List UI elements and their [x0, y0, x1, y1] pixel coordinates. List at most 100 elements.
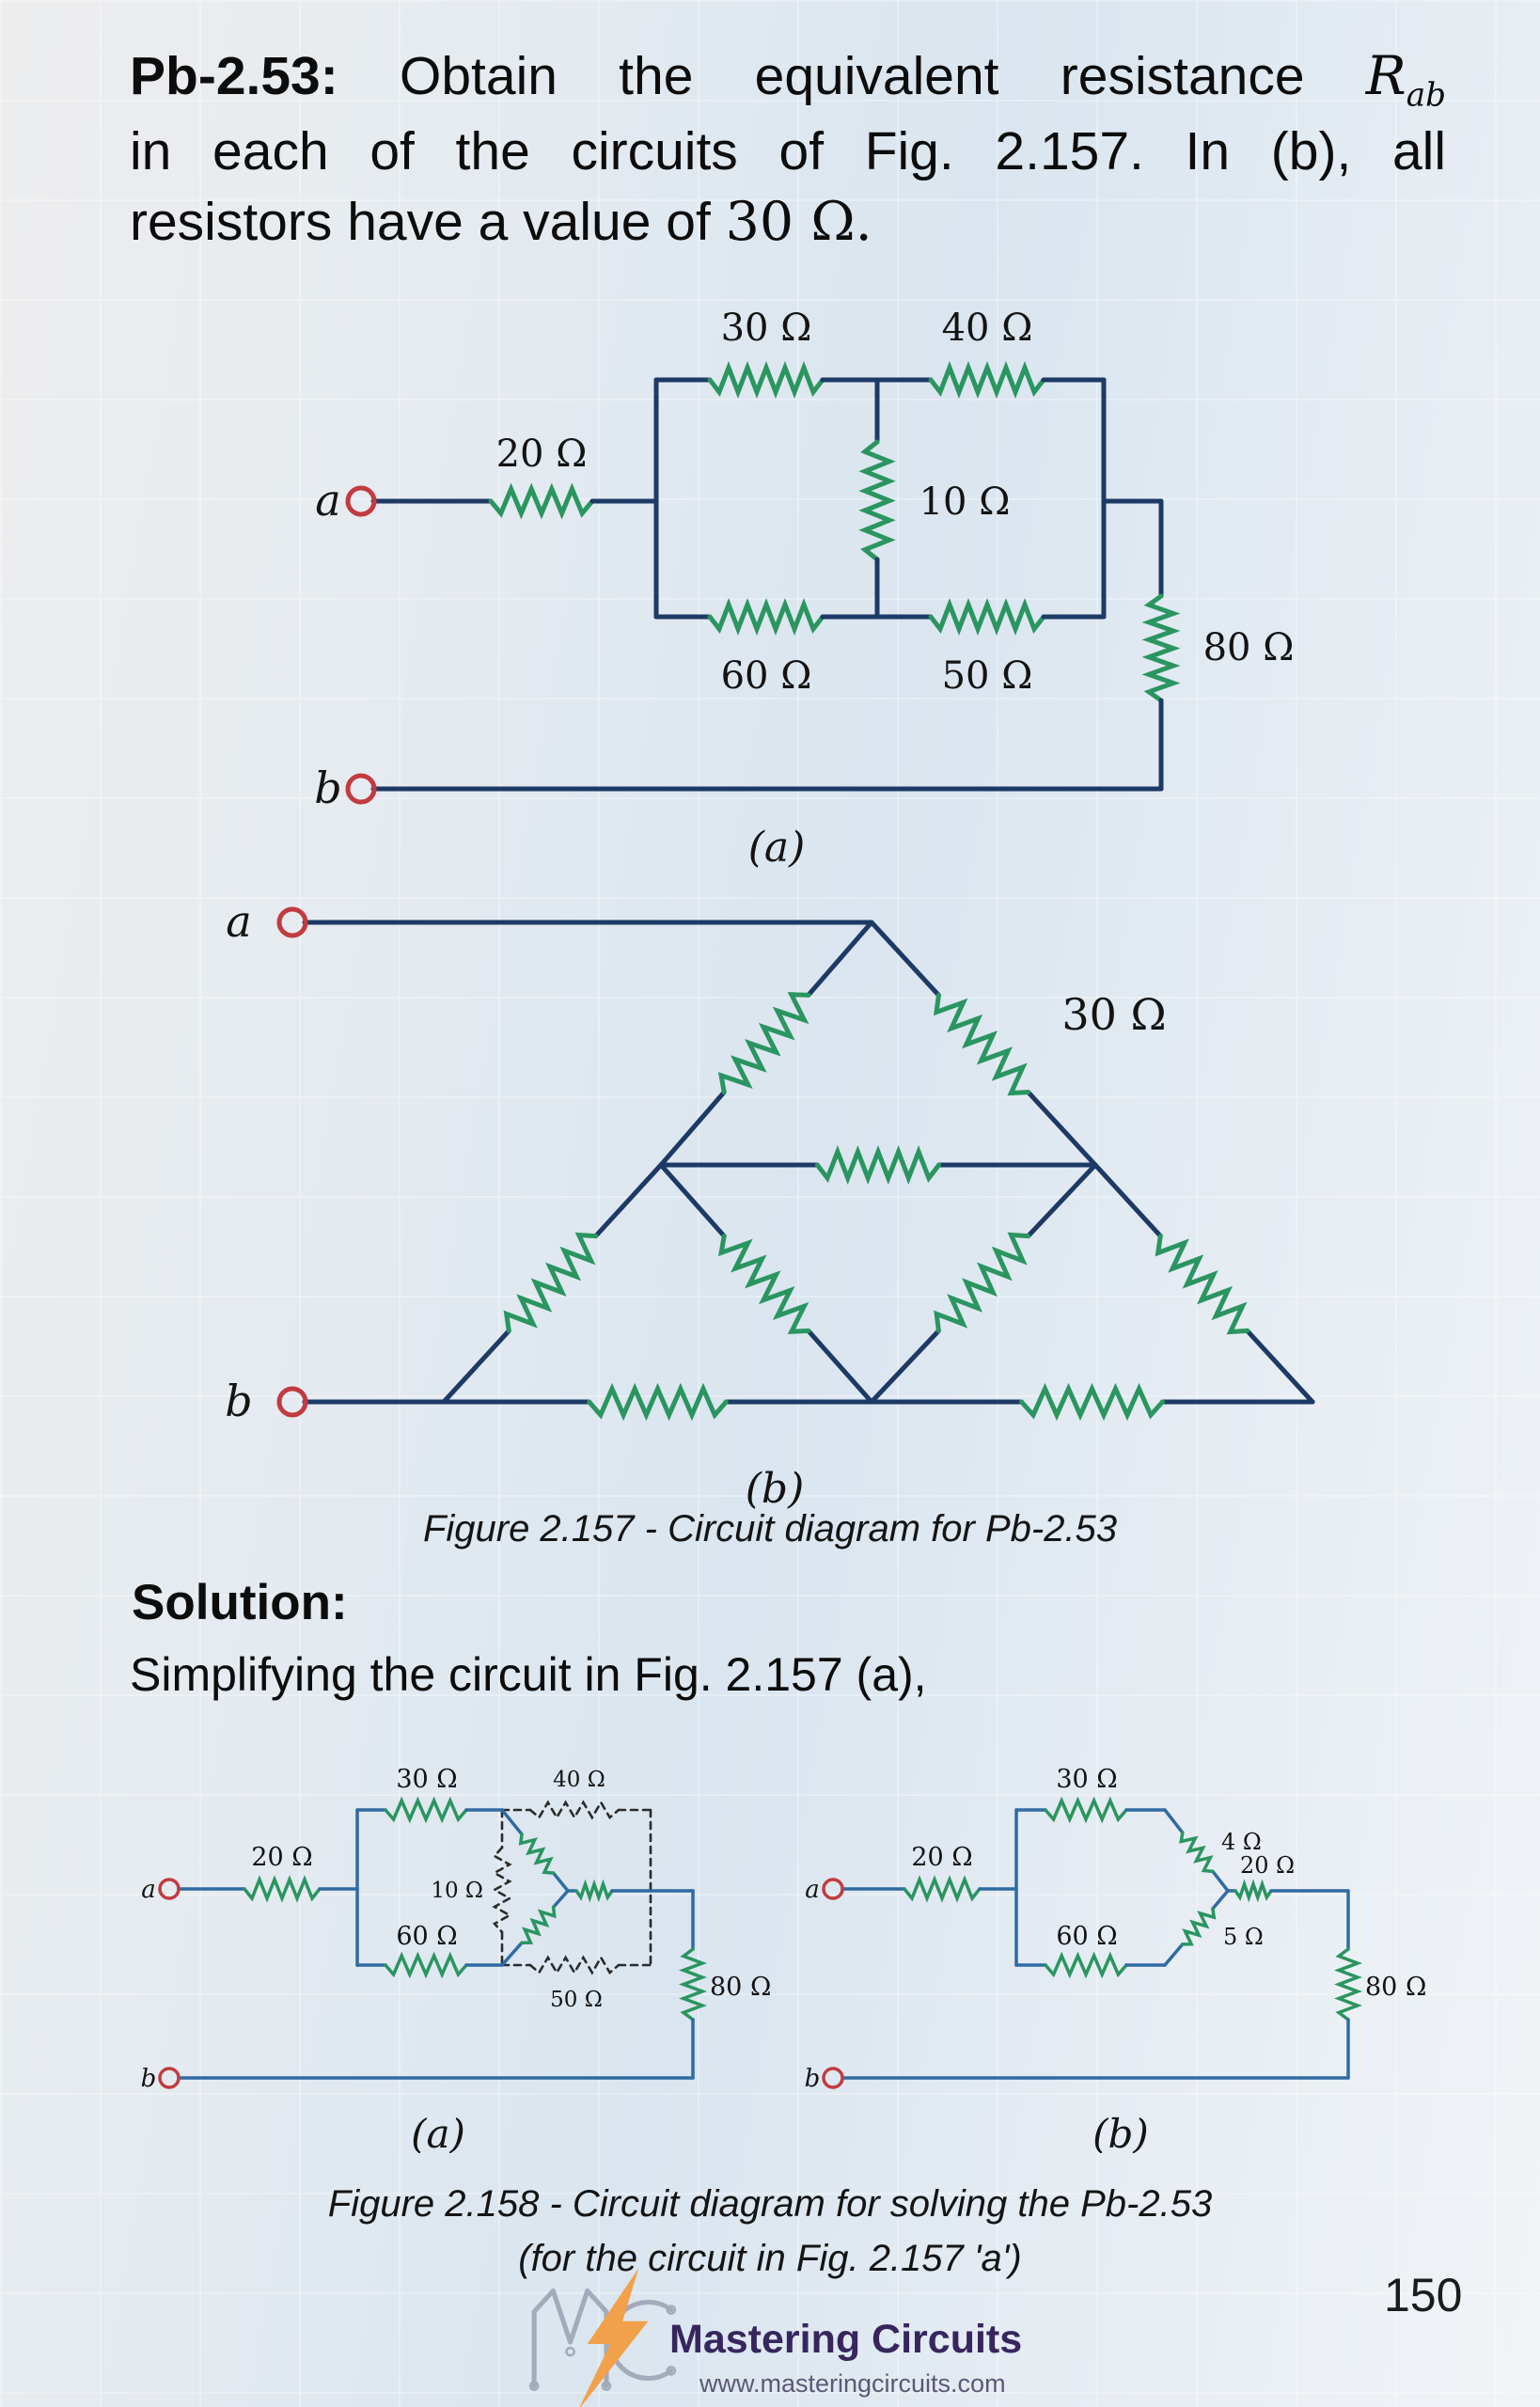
resistor-label-30: 30 Ω [1056, 1765, 1117, 1794]
problem-line-3: resistors have a value of 30 Ω. [130, 187, 1446, 258]
wire [1163, 1943, 1185, 1967]
figure-2158b-circuit: 20 Ω30 Ω60 Ω4 Ω5 Ω20 Ω80 Ωab(b) [805, 1765, 1427, 2153]
wire [806, 1328, 874, 1405]
resistor-30ohm [934, 1232, 1031, 1333]
resistor-30ohm [503, 1232, 599, 1333]
logo-trace-dot [565, 2346, 575, 2357]
figure-2157-caption: Figure 2.157 - Circuit diagram for Pb-2.… [422, 1508, 1118, 1550]
resistor-20ohm-series [1234, 1879, 1273, 1903]
resistor-label-50: 50 Ω [942, 654, 1033, 698]
wire [551, 1871, 570, 1893]
resistor-label-10: 10 Ω [431, 1879, 483, 1903]
resistor-30ohm [587, 1382, 729, 1422]
wye-resistor-right [574, 1879, 614, 1903]
wire [441, 1328, 511, 1405]
wye-resistor-bottom [520, 1905, 557, 1945]
problem-line-2: in each of the circuits of Fig. 2.157. I… [130, 121, 1446, 182]
terminal [345, 773, 377, 805]
resistor-label-30: 30 Ω [1061, 989, 1166, 1040]
figure-2158-caption-line1: Figure 2.158 - Circuit diagram for solvi… [327, 2183, 1213, 2225]
wire [593, 1162, 664, 1239]
resistor-label-60: 60 Ω [396, 1922, 457, 1951]
resistor-20ohm [488, 482, 595, 520]
resistor-30ohm [1044, 1796, 1128, 1824]
terminal-a-label: a [315, 475, 340, 526]
wire [1026, 1162, 1098, 1239]
resistor-80ohm [1334, 1947, 1362, 2022]
rab-base: R [1365, 45, 1406, 107]
logo-trace-dot [528, 2381, 540, 2391]
resistor-5ohm [1181, 1907, 1217, 1946]
resistor-80ohm [679, 1947, 707, 2022]
terminal-b-label: b [225, 1376, 252, 1426]
terminal [158, 2067, 181, 2089]
logo-letter-m [531, 2288, 609, 2389]
resistor-30ohm [707, 361, 825, 399]
problem-line-1: Pb-2.53: Obtain the equivalent resistanc… [130, 41, 1446, 117]
resistor-label-20-input: 20 Ω [911, 1843, 972, 1872]
wire [551, 1889, 570, 1910]
resistor-label-60: 60 Ω [1056, 1922, 1117, 1951]
resistor-label-10: 10 Ω [919, 480, 1011, 524]
resistor-label-30: 30 Ω [721, 307, 812, 350]
brand-name: Mastering Circuits [669, 2317, 1023, 2362]
dashed-resistor-10ohm [492, 1846, 512, 1934]
resistor-60ohm [707, 598, 825, 636]
wire [500, 1941, 524, 1967]
resistor-label-20: 20 Ω [251, 1843, 312, 1872]
wye-resistor-top [518, 1833, 556, 1875]
resistor-10ohm [858, 439, 896, 562]
dashed-resistor-40ohm [528, 1800, 621, 1820]
wire [1211, 1889, 1230, 1911]
logo-trace-dot [666, 2305, 677, 2315]
wire [658, 1162, 727, 1239]
resistor-30ohm [933, 992, 1031, 1096]
resistor-label-40: 40 Ω [942, 307, 1033, 350]
wire [1026, 1090, 1098, 1168]
wire [1092, 1162, 1163, 1239]
resistor-label-20: 20 Ω [496, 433, 588, 476]
subfigure-b-label: (b) [1092, 2111, 1149, 2153]
resistor-20ohm [243, 1875, 322, 1903]
wire [1211, 1869, 1230, 1893]
resistor-30ohm [718, 1234, 811, 1335]
resistor-40ohm [928, 361, 1046, 399]
resistor-label-30: 30 Ω [396, 1765, 457, 1794]
terminal [276, 1386, 308, 1418]
terminal-b-label: b [314, 763, 341, 813]
wire [869, 1328, 941, 1405]
brand-website: www.masteringcircuits.com [699, 2369, 1006, 2398]
resistor-30ohm [1019, 1382, 1165, 1422]
rab-symbol: Rab [1365, 45, 1446, 114]
figure-2158-caption-line2: (for the circuit in Fig. 2.157 'a') [518, 2238, 1022, 2279]
page-number: 150 [1384, 2269, 1463, 2321]
resistor-label-4: 4 Ω [1221, 1829, 1262, 1855]
mastering-circuits-logo-icon [528, 2268, 677, 2407]
resistor-60ohm [1044, 1951, 1128, 1979]
resistor-label-80: 80 Ω [1365, 1973, 1426, 2002]
resistor-60ohm [384, 1951, 468, 1979]
subfigure-b-label: (b) [746, 1465, 805, 1513]
resistor-label-80: 80 Ω [1203, 626, 1295, 669]
logo-trace-dot [601, 2381, 612, 2391]
logo-trace-dot [666, 2366, 677, 2376]
terminal [822, 2067, 844, 2089]
solution-heading: Solution: [132, 1575, 348, 1630]
resistor-4ohm [1179, 1831, 1215, 1874]
resistor-label-20-series: 20 Ω [1240, 1852, 1295, 1879]
terminal-a-label: a [141, 1876, 156, 1904]
resistor-label-50: 50 Ω [550, 1988, 603, 2012]
figure-2157b-circuit: 30 Ωab(b) [225, 896, 1315, 1513]
wire [500, 1808, 524, 1836]
terminal-b-label: b [805, 2065, 821, 2093]
subfigure-a-label: (a) [748, 824, 806, 872]
resistor-30ohm [384, 1796, 468, 1824]
terminal [345, 485, 377, 517]
wire [869, 920, 941, 998]
subfigure-a-label: (a) [411, 2111, 465, 2153]
resistor-label-5: 5 Ω [1223, 1924, 1264, 1950]
rab-subscript: ab [1406, 76, 1446, 115]
